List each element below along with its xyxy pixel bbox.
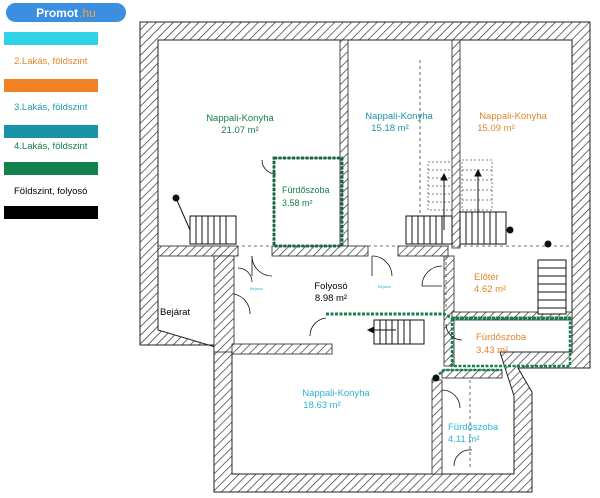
bath1-name: Fürdőszoba xyxy=(282,185,330,195)
legend-label-3: 3.Lakás, földszint xyxy=(14,102,88,113)
exterior-wall xyxy=(139,21,591,493)
door-tag-1: Bejárat xyxy=(250,286,264,291)
door-swings xyxy=(233,159,473,467)
legend-label-5: Földszint, folyosó xyxy=(14,186,88,197)
legend-swatch-5 xyxy=(4,206,98,219)
legend-label-4: 4.Lakás, földszint xyxy=(14,141,88,152)
bath2-name: Fürdőszoba xyxy=(476,332,527,343)
dashed-lines xyxy=(158,60,572,470)
legend-swatch-4 xyxy=(4,162,98,175)
brand-badge: Promot.hu xyxy=(6,3,126,22)
bath2-outline xyxy=(450,316,572,368)
legend-swatch-1 xyxy=(4,32,98,45)
room1-area: 21.07 m² xyxy=(221,125,259,136)
room1-name: Nappali-Konyha xyxy=(206,113,274,124)
bath3-name: Fürdőszoba xyxy=(448,422,499,433)
legend-label-2: 2.Lakás, földszint xyxy=(14,56,88,67)
room2-name: Nappali-Konyha xyxy=(365,111,433,122)
room2-area: 15.18 m² xyxy=(371,123,409,134)
legend-swatch-2 xyxy=(4,79,98,92)
bath3-area: 4.11 m² xyxy=(448,434,480,445)
bath1-area: 3.58 m² xyxy=(282,198,313,208)
stairs xyxy=(189,211,567,345)
entrance-label: Bejárat xyxy=(160,307,190,318)
brand-suffix: .hu xyxy=(79,5,96,20)
legend-swatch-3 xyxy=(4,125,98,138)
interior-walls xyxy=(157,39,573,475)
room3-name: Nappali-Konyha xyxy=(479,111,547,122)
door-tag-2: Bejárat xyxy=(378,284,392,289)
brand-name: Promot xyxy=(36,5,79,20)
room4-name: Nappali-Konyha xyxy=(302,388,370,399)
eloter-area: 4.62 m² xyxy=(474,284,506,295)
bath2-area: 3.43 m² xyxy=(476,345,508,356)
hall-area: 8.98 m² xyxy=(315,293,347,304)
room3-area: 15.09 m² xyxy=(477,123,515,134)
room4-area: 18.63 m² xyxy=(303,400,341,411)
dotted-stairs xyxy=(427,159,493,211)
hall-name: Folyosó xyxy=(314,281,347,292)
eloter-name: Előtér xyxy=(474,272,499,283)
stair-arrows xyxy=(172,168,552,382)
